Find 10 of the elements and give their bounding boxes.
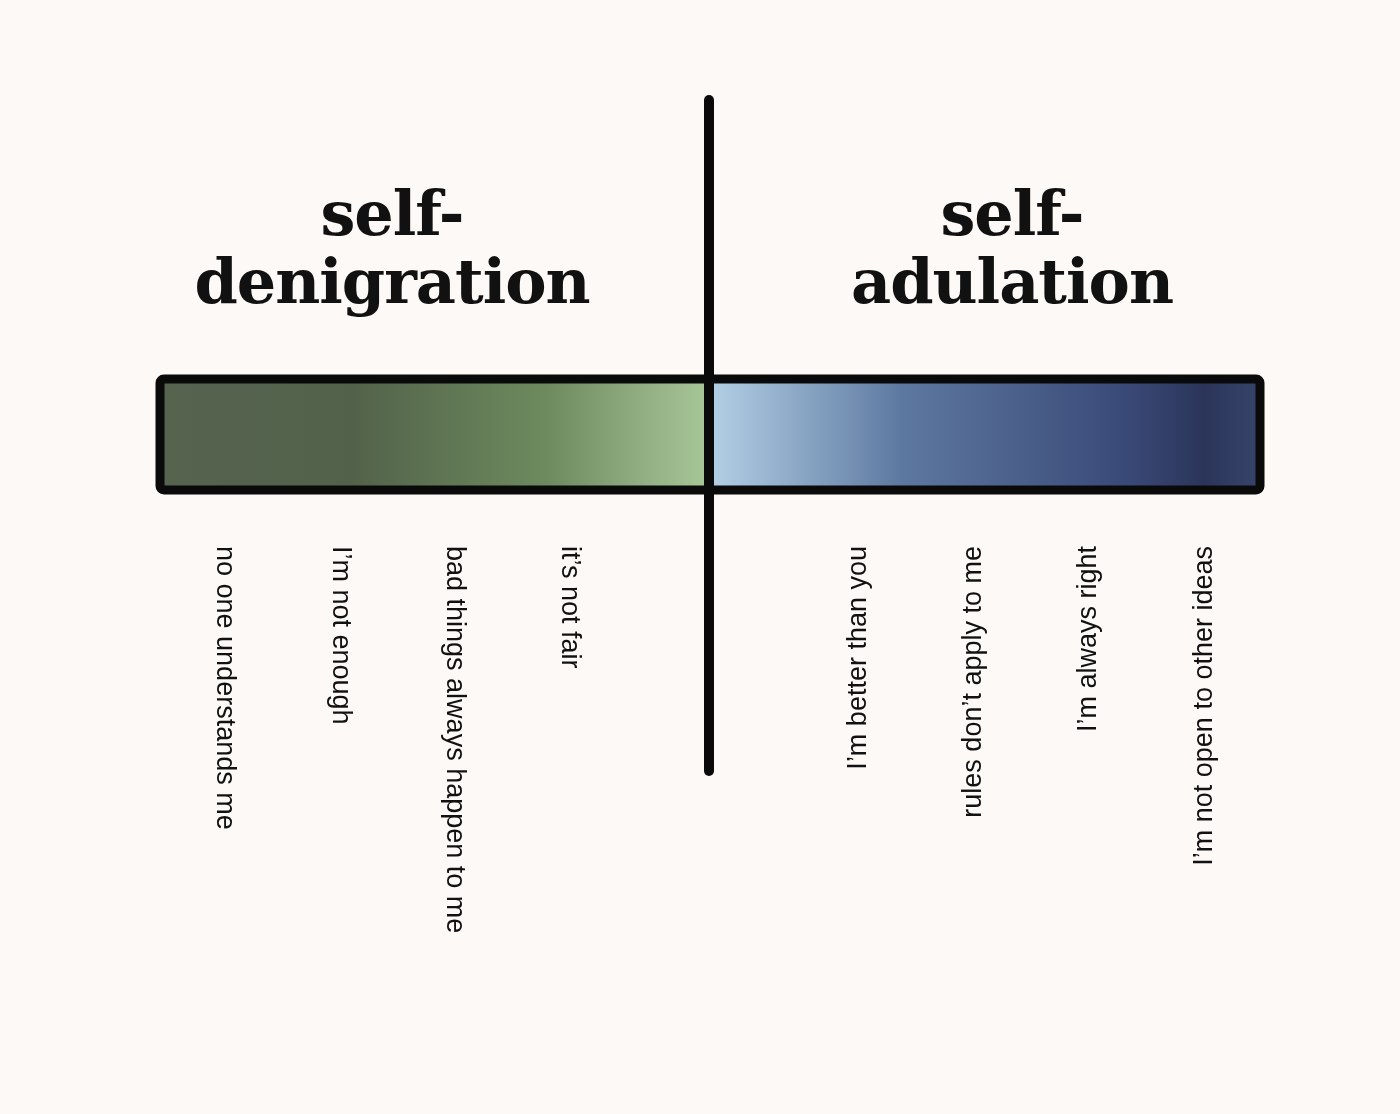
spectrum-phrase: I’m not enough [326,546,358,725]
column-heading: self- adulation [850,180,1174,316]
spectrum-phrase: no one understands me [210,546,242,830]
spectrum-phrase: it’s not fair [555,546,587,669]
spectrum-phrase: I’m better than you [841,546,873,770]
spectrum-phrase: bad things always happen to me [440,546,472,934]
spectrum-phrase: rules don’t apply to me [956,546,988,818]
spectrum-phrase: I’m not open to other ideas [1187,546,1219,866]
column-heading: self- denigration [193,180,591,316]
spectrum-phrase: I’m always right [1071,546,1103,733]
